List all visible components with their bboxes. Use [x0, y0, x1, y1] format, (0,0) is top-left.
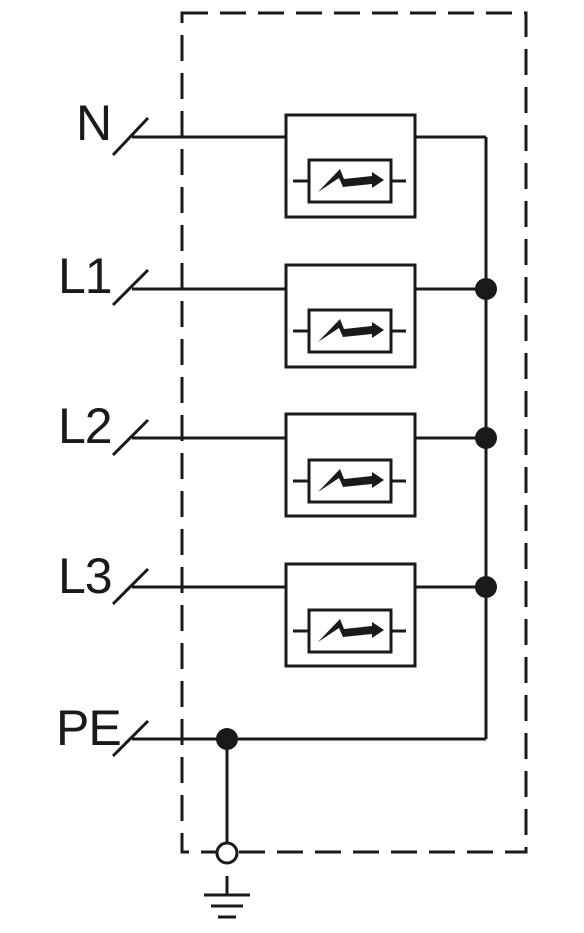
earth-terminal: [215, 841, 239, 865]
terminal-slash-l3: [111, 567, 150, 606]
label-l1: L1: [58, 248, 112, 304]
label-l3: L3: [58, 548, 112, 604]
spd-module-l2: [284, 412, 417, 518]
terminal-slash-n: [111, 116, 150, 157]
label-pe: PE: [56, 700, 121, 756]
spd-module-l3: [284, 562, 417, 668]
spd-module-n: [284, 113, 417, 219]
line-n: [111, 113, 486, 219]
terminal-slash-l2: [111, 418, 150, 457]
terminal-slash-l1: [111, 268, 150, 307]
line-l2: [111, 412, 497, 518]
device-enclosure: [180, 11, 528, 854]
ground-icon: [204, 876, 250, 919]
line-l1: [111, 263, 497, 369]
terminal-slash-pe: [111, 719, 150, 758]
lightning-arrow-icon: [318, 319, 384, 342]
spd-module-l1: [284, 263, 417, 369]
label-l2: L2: [58, 398, 112, 454]
lightning-arrow-icon: [318, 169, 384, 192]
lightning-arrow-icon: [318, 619, 384, 642]
line-l3: [111, 562, 497, 668]
lightning-arrow-icon: [318, 469, 384, 492]
label-n: N: [76, 95, 111, 151]
line-pe: [111, 719, 486, 865]
